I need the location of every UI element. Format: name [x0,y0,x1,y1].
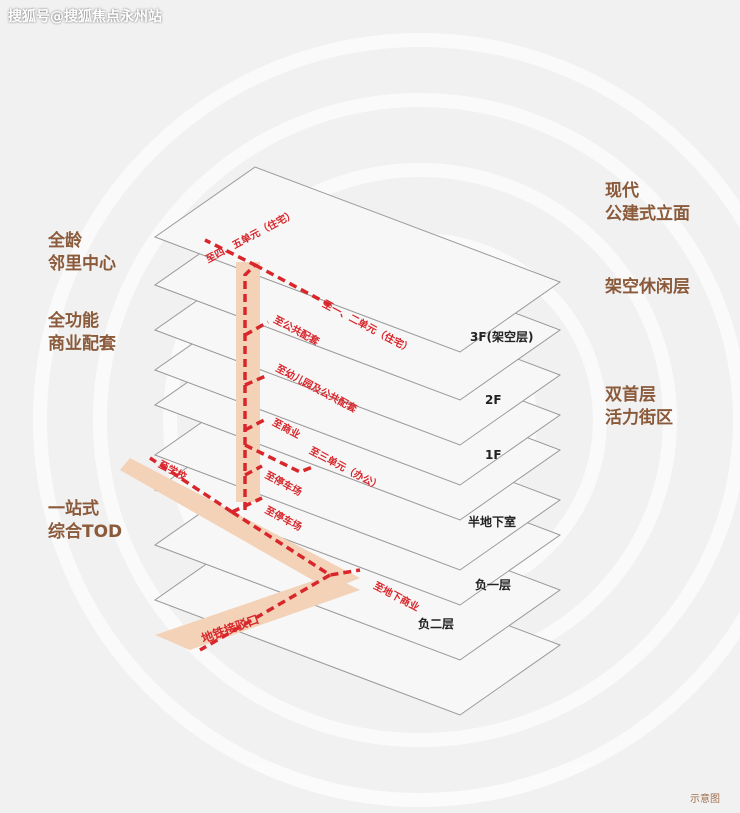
metro-passage [155,575,360,650]
floor-semi-basement: 半地下室 [468,515,517,529]
label-tod: 一站式综合TOD [48,499,123,542]
label-stilt-floor: 架空休闲层 [605,277,690,297]
label-commercial: 全功能商业配套 [48,311,116,354]
schematic-note: 示意图 [690,794,720,805]
floor-3f: 3F(架空层) [470,330,534,344]
label-neighborhood-center: 全龄邻里中心 [48,231,116,274]
watermark: 搜狐号@搜狐焦点永州站 [8,9,162,25]
floor-b2: 负二层 [418,617,455,631]
floor-b1: 负一层 [475,578,512,592]
floor-1f: 1F [485,448,502,462]
floor-2f: 2F [485,393,502,407]
label-facade: 现代公建式立面 [605,181,690,224]
route-lines [149,238,361,652]
label-double-ground: 双首层活力街区 [605,385,673,428]
floor-slab [153,166,562,353]
